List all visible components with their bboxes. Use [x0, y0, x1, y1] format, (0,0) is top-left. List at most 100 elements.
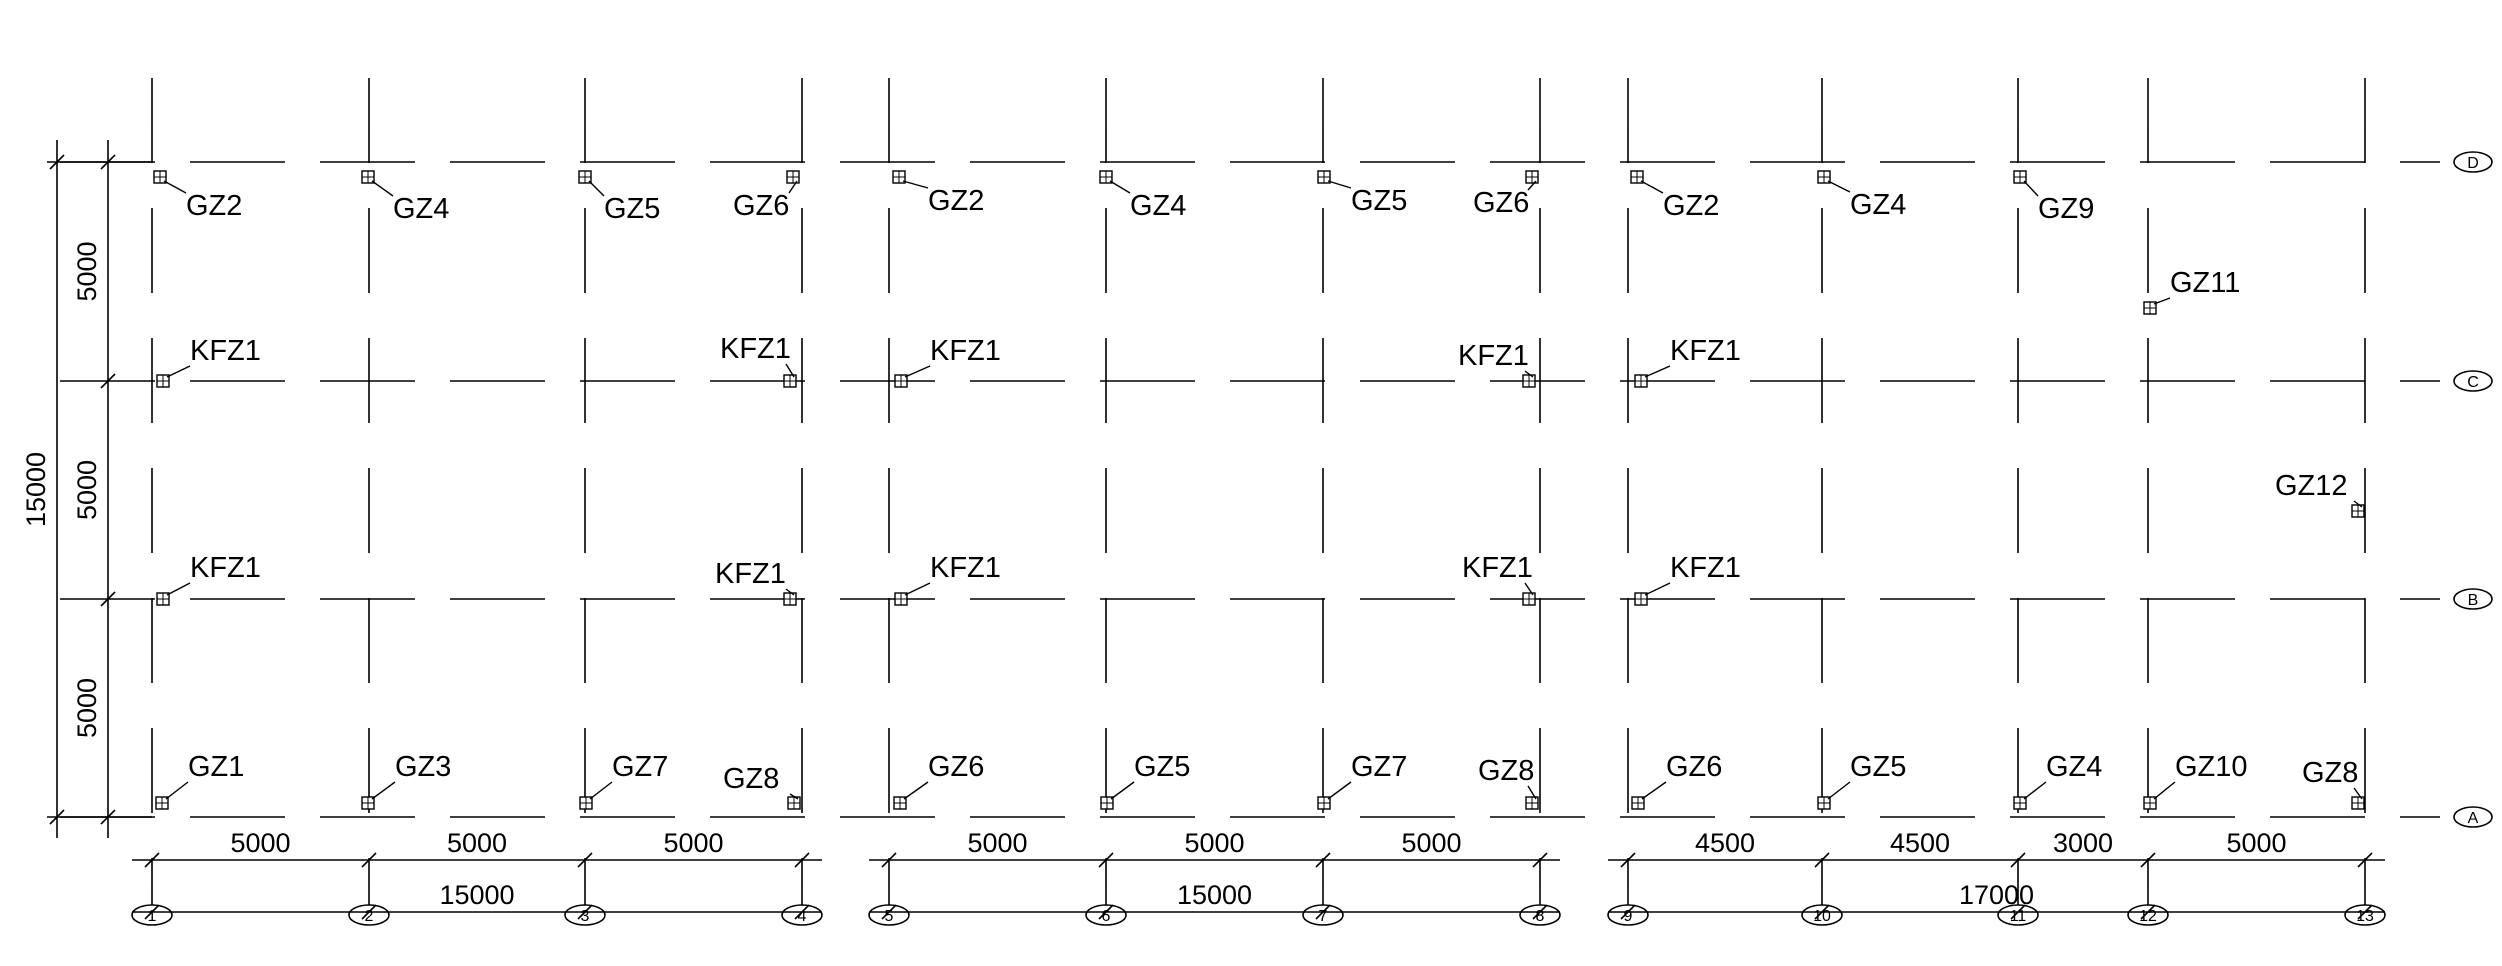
column-leader — [788, 180, 798, 194]
column-leader — [785, 588, 795, 596]
col-axis-label-10: 10 — [1813, 908, 1831, 925]
dimension-tick — [100, 809, 116, 825]
column-label: KFZ1 — [930, 552, 1001, 584]
column-leader — [371, 781, 396, 800]
dimension-tick — [577, 852, 593, 868]
column-label: GZ7 — [1351, 751, 1407, 783]
column-marker: GZ5 — [1100, 751, 1190, 810]
column-label: GZ4 — [393, 193, 449, 225]
dimension-tick — [361, 852, 377, 868]
column-label: GZ8 — [1478, 755, 1534, 787]
column-label: GZ2 — [186, 190, 242, 222]
column-leader — [902, 180, 929, 189]
dimension-span-text: 5000 — [230, 828, 290, 858]
column-label: KFZ1 — [930, 335, 1001, 367]
column-marker: KFZ1 — [715, 558, 797, 606]
dimension-span-text: 5000 — [967, 828, 1027, 858]
column-marker: GZ9 — [2013, 170, 2094, 225]
dimension-tick — [144, 904, 160, 920]
column-leader — [1524, 582, 1534, 596]
column-leader — [904, 365, 931, 378]
col-axis-bubble-9 — [1607, 904, 1649, 926]
dimension-tick — [881, 852, 897, 868]
column-marker: KFZ1 — [1634, 552, 1741, 606]
column-leader — [2023, 781, 2047, 800]
dimension-tick — [1620, 904, 1636, 920]
column-leader — [165, 781, 189, 800]
column-marker: GZ5 — [578, 170, 660, 225]
column-label: GZ10 — [2175, 751, 2248, 783]
col-axis-label-7: 7 — [1319, 908, 1328, 925]
column-leader — [1327, 180, 1352, 189]
row-axis-label-D: D — [2467, 155, 2479, 172]
column-marker: GZ5 — [1817, 751, 1906, 810]
col-axis-label-6: 6 — [1102, 908, 1111, 925]
column-marker: GZ7 — [579, 751, 668, 810]
row-axis-label-C: C — [2467, 374, 2479, 391]
dimension-tick — [144, 852, 160, 868]
column-leader — [589, 781, 613, 800]
column-leader — [1527, 180, 1537, 191]
column-marker: GZ4 — [1817, 170, 1906, 221]
column-label: KFZ1 — [720, 333, 791, 365]
col-axis-bubble-4 — [781, 904, 823, 926]
dimension-tick — [794, 904, 810, 920]
dimension-tick — [2140, 904, 2156, 920]
dimension-tick — [2010, 852, 2026, 868]
column-marker: GZ2 — [153, 170, 242, 222]
column-leader — [1109, 180, 1131, 194]
column-leader — [2153, 781, 2176, 800]
column-label: GZ2 — [1663, 190, 1719, 222]
column-label: GZ5 — [604, 193, 660, 225]
column-leader — [1644, 365, 1671, 378]
dimension-tick — [881, 904, 897, 920]
column-marker: GZ6 — [893, 751, 984, 810]
row-axis-bubble-A — [2453, 806, 2493, 828]
column-marker: KFZ1 — [720, 333, 797, 388]
col-axis-label-12: 12 — [2139, 908, 2157, 925]
column-leader — [1524, 370, 1534, 378]
column-marker: KFZ1 — [1634, 335, 1741, 388]
dimension-span-text: 5000 — [447, 828, 507, 858]
column-leader — [163, 180, 187, 194]
column-marker: GZ12 — [2275, 470, 2365, 518]
dimension-tick — [1098, 852, 1114, 868]
dimension-tick — [1532, 852, 1548, 868]
column-leader — [1527, 785, 1537, 800]
col-axis-bubble-8 — [1519, 904, 1561, 926]
row-axis-bubble-D — [2453, 151, 2493, 173]
column-label: GZ6 — [1666, 751, 1722, 783]
dimension-total-text: 15000 — [439, 880, 514, 910]
column-label: GZ5 — [1351, 185, 1407, 217]
column-marker: GZ1 — [155, 751, 244, 810]
column-leader — [1827, 180, 1851, 193]
column-marker: KFZ1 — [156, 552, 261, 606]
column-leader — [1640, 180, 1664, 194]
row-axis-label-A: A — [2468, 810, 2479, 827]
column-leader — [903, 781, 929, 800]
column-leader — [785, 363, 795, 378]
dimension-span-text: 5000 — [2226, 828, 2286, 858]
column-marker: GZ7 — [1317, 751, 1407, 810]
column-label: GZ6 — [733, 190, 789, 222]
dimension-tick — [1315, 904, 1331, 920]
dimension-total-text: 17000 — [1959, 880, 2034, 910]
column-leader — [2353, 787, 2363, 800]
vertical-total-text: 15000 — [21, 452, 51, 527]
column-leader — [588, 180, 605, 197]
column-label: GZ11 — [2170, 267, 2240, 299]
column-marker: GZ2 — [1630, 170, 1719, 222]
dimension-tick — [2357, 904, 2373, 920]
col-axis-bubble-7 — [1302, 904, 1344, 926]
column-marker: GZ8 — [723, 763, 801, 810]
col-axis-label-5: 5 — [885, 908, 894, 925]
column-marker: KFZ1 — [894, 552, 1001, 606]
column-label: KFZ1 — [1670, 335, 1741, 367]
column-label: GZ4 — [1850, 189, 1906, 221]
column-label: KFZ1 — [1462, 552, 1533, 584]
column-label: GZ2 — [928, 185, 984, 217]
column-label: KFZ1 — [190, 335, 261, 367]
column-marker: GZ4 — [2013, 751, 2102, 810]
